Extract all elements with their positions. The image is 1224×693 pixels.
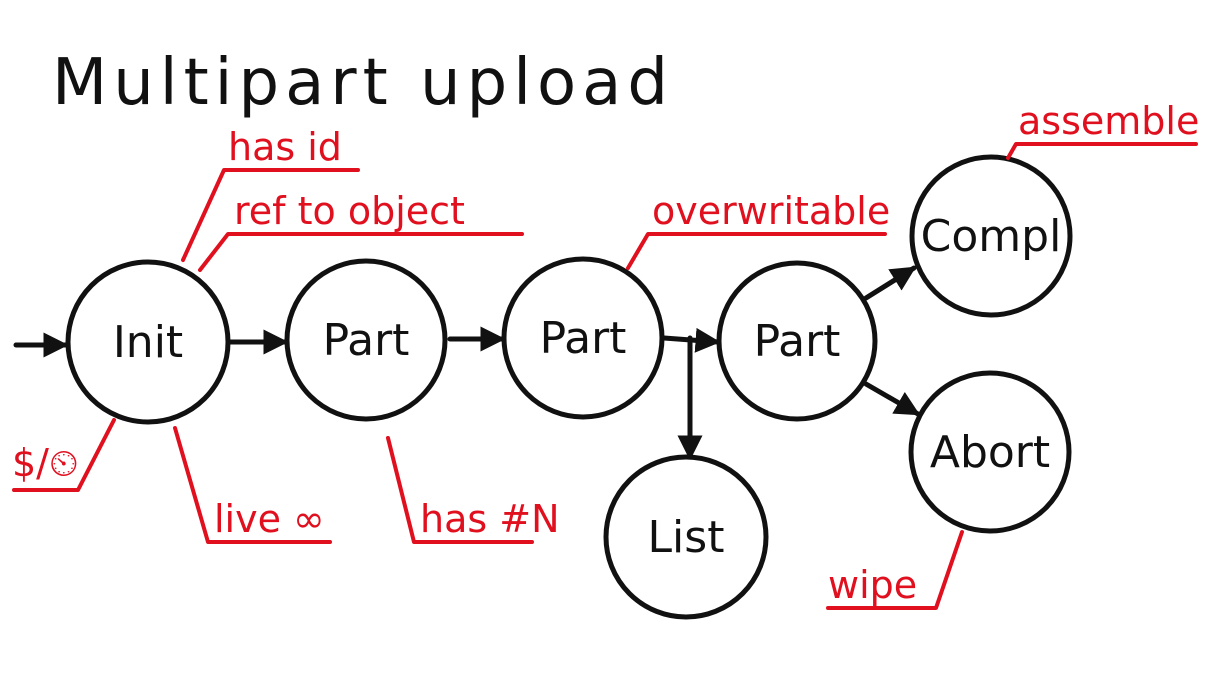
note-ref-to-object: ref to object (234, 189, 465, 233)
leader-overwritable (626, 232, 887, 270)
node-part-1: Part (284, 258, 448, 422)
note-has-n: has #N (420, 497, 560, 541)
node-abort-label: Abort (930, 427, 1050, 478)
note-assemble: assemble (1018, 99, 1199, 143)
node-list-label: List (648, 512, 725, 563)
node-compl-label: Compl (921, 211, 1062, 262)
leader-ref-to-object (198, 232, 524, 272)
node-list: List (603, 454, 769, 620)
node-part-2: Part (501, 256, 665, 420)
node-part-3: Part (716, 260, 878, 422)
node-init: Init (65, 259, 231, 425)
leader-has-n (386, 436, 534, 544)
node-compl: Compl (909, 154, 1073, 318)
diagram-title: Multipart upload (52, 46, 674, 120)
node-part-3-label: Part (754, 316, 841, 367)
node-part-2-label: Part (540, 313, 627, 364)
note-cost-time: $/⏲ (12, 441, 79, 485)
leader-cost-time (12, 418, 116, 492)
edge-part3-compl (863, 265, 917, 301)
node-init-label: Init (113, 317, 183, 368)
note-has-id: has id (228, 125, 342, 169)
leader-has-id (181, 168, 360, 262)
note-overwritable: overwritable (652, 189, 890, 233)
leader-wipe (826, 530, 964, 610)
leader-live-forever (173, 426, 332, 544)
edge-part3-abort (863, 381, 921, 417)
leader-assemble (1006, 142, 1198, 160)
note-live-forever: live ∞ (214, 497, 325, 541)
note-wipe: wipe (828, 563, 917, 607)
node-part-1-label: Part (323, 315, 410, 366)
node-abort: Abort (908, 370, 1072, 534)
